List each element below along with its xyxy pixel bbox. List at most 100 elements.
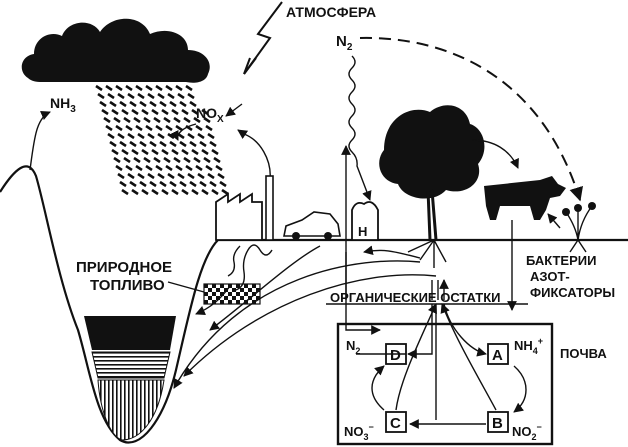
rain-drop: [167, 92, 175, 100]
rain-drop: [123, 116, 131, 124]
rain-drop: [205, 164, 213, 172]
nh3-arrow: [29, 110, 51, 171]
rain-drop: [177, 92, 185, 100]
residues-to-valley-arrow-2: [183, 274, 437, 377]
rain-drop: [113, 156, 121, 164]
rain-drop: [145, 84, 153, 92]
rain-drop: [139, 180, 147, 188]
b-to-residues-arrow: [440, 303, 497, 411]
organic-residues-label: ОРГАНИЧЕСКИЕ ОСТАТКИ: [330, 290, 500, 305]
ground-profile: [0, 165, 628, 444]
nox-from-factory-line: [243, 133, 271, 181]
rain-drop: [219, 180, 227, 188]
rain-drop: [155, 84, 163, 92]
lightning-icon: [243, 1, 283, 75]
no3-label: NO3−: [344, 422, 374, 442]
rain-drop: [179, 180, 187, 188]
rain-drop: [205, 124, 213, 132]
rain-drop: [163, 156, 171, 164]
rain-drop: [181, 188, 189, 196]
rain-drop: [173, 116, 181, 124]
rain-drop: [165, 124, 173, 132]
rain-drop: [203, 156, 211, 164]
rain-drop: [131, 188, 139, 196]
rain-drop: [173, 156, 181, 164]
rain-drop: [175, 84, 183, 92]
bacteria-label-line1: БАКТЕРИИ: [526, 253, 596, 268]
rain-drop: [187, 172, 195, 180]
nox-label: NOX: [196, 105, 224, 125]
rain-drop: [207, 172, 215, 180]
residues-to-d-arrow: [407, 304, 433, 359]
rain-drop: [175, 164, 183, 172]
rain-drop: [149, 140, 157, 148]
rain-drop: [133, 116, 141, 124]
tree-icon: [379, 105, 485, 268]
rain-drop: [105, 84, 113, 92]
rain-drop: [151, 148, 159, 156]
nox-arrowhead: [237, 129, 249, 139]
rain-drop: [147, 92, 155, 100]
rain-drop: [117, 92, 125, 100]
rain-drop: [127, 92, 135, 100]
rain-drop: [187, 92, 195, 100]
rain-drop: [97, 92, 105, 100]
rain-drop: [183, 156, 191, 164]
rain-drop: [103, 116, 111, 124]
rain-icon: [95, 84, 229, 196]
nitrogen-fixing-plant-icon: [562, 202, 596, 253]
rain-drop: [157, 172, 165, 180]
rain-drop: [111, 108, 119, 116]
rain-drop: [147, 172, 155, 180]
rain-drop: [209, 180, 217, 188]
c-to-residues-arrow: [395, 303, 437, 411]
box-c-label: C: [390, 415, 401, 432]
rain-drop: [169, 180, 177, 188]
n2-to-fertilizer-arrow: [348, 55, 372, 201]
rain-drop: [161, 108, 169, 116]
rain-drop: [157, 132, 165, 140]
rain-drop: [199, 140, 207, 148]
rain-drop: [163, 116, 171, 124]
rain-drop: [157, 92, 165, 100]
rain-drop: [137, 172, 145, 180]
rain-drop: [119, 140, 127, 148]
soil-box: [336, 322, 554, 446]
c-to-d-arrow: [371, 365, 385, 411]
box-a-label: A: [492, 347, 503, 364]
rain-drop: [115, 124, 123, 132]
rain-drop: [211, 148, 219, 156]
rain-drop: [177, 172, 185, 180]
rain-drop: [175, 124, 183, 132]
rain-drop: [171, 108, 179, 116]
rain-drop: [129, 140, 137, 148]
nh3-label: NH3: [50, 95, 76, 115]
no2-label: NO2−: [512, 422, 542, 442]
fuel-arrow: [195, 285, 231, 316]
rain-drop: [131, 148, 139, 156]
rain-drop: [145, 164, 153, 172]
rain-drop: [141, 148, 149, 156]
rain-drop: [121, 108, 129, 116]
rain-drop: [161, 188, 169, 196]
rain-drop: [121, 188, 129, 196]
rain-drop: [201, 148, 209, 156]
rain-drop: [141, 108, 149, 116]
rain-drop: [109, 140, 117, 148]
rain-drop: [179, 140, 187, 148]
fossil-fuel-pointer: [167, 281, 205, 293]
rain-drop: [135, 84, 143, 92]
rain-drop: [155, 164, 163, 172]
rain-drop: [155, 124, 163, 132]
rain-drop: [169, 100, 177, 108]
rain-drop: [191, 148, 199, 156]
rain-drop: [203, 116, 211, 124]
rain-drop: [119, 180, 127, 188]
rain-drop: [207, 132, 215, 140]
rain-drop: [95, 84, 103, 92]
box-a: [487, 343, 509, 365]
fossil-fuel-label-line2: ТОПЛИВО: [90, 277, 165, 294]
residues-to-a-arrow: [443, 303, 487, 357]
rain-drop: [127, 172, 135, 180]
